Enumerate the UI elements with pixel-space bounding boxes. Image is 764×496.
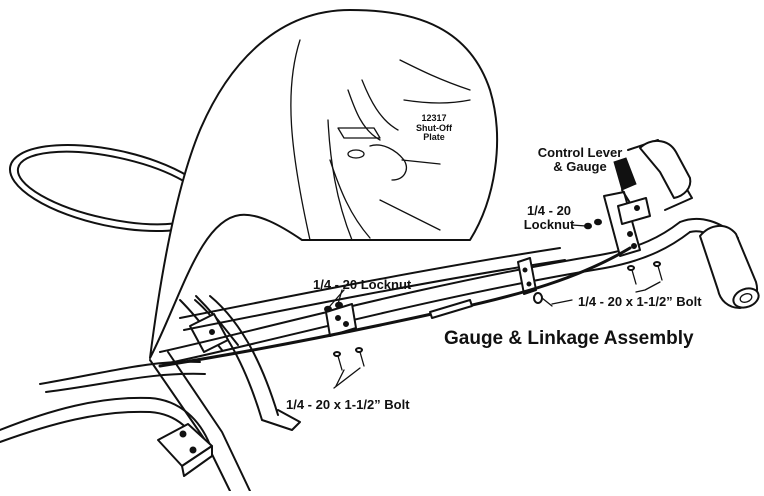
assembly-title: Gauge & Linkage Assembly [444, 328, 694, 349]
detail-callout [149, 9, 499, 359]
bolt-hardware [333, 261, 663, 371]
locknut-label-right: 1/4 - 20 Locknut [523, 203, 575, 232]
handle-base-bracket [189, 313, 229, 353]
part-number-label: 12317 [421, 113, 447, 123]
bolt-label-right: 1/4 - 20 x 1-1/2” Bolt [578, 294, 702, 309]
bottom-bracket [157, 423, 213, 477]
leader-lines [329, 224, 661, 389]
control-lever-gauge-label: Control Lever & Gauge [537, 145, 623, 174]
left-clamp [325, 303, 357, 337]
shutoff-plate-label: Shut-Off Plate [416, 123, 452, 143]
bolt-label-bottom: 1/4 - 20 x 1-1/2” Bolt [286, 397, 410, 412]
handle-tubes [159, 221, 691, 365]
handlebar-grips [627, 139, 760, 309]
control-lever [603, 157, 651, 257]
mid-clamp [517, 257, 537, 295]
locknut-hardware [324, 218, 602, 313]
locknut-label-left: 1/4 - 20 Locknut [313, 277, 412, 292]
frame-tubes [0, 295, 301, 492]
linkage-rod [158, 246, 632, 368]
